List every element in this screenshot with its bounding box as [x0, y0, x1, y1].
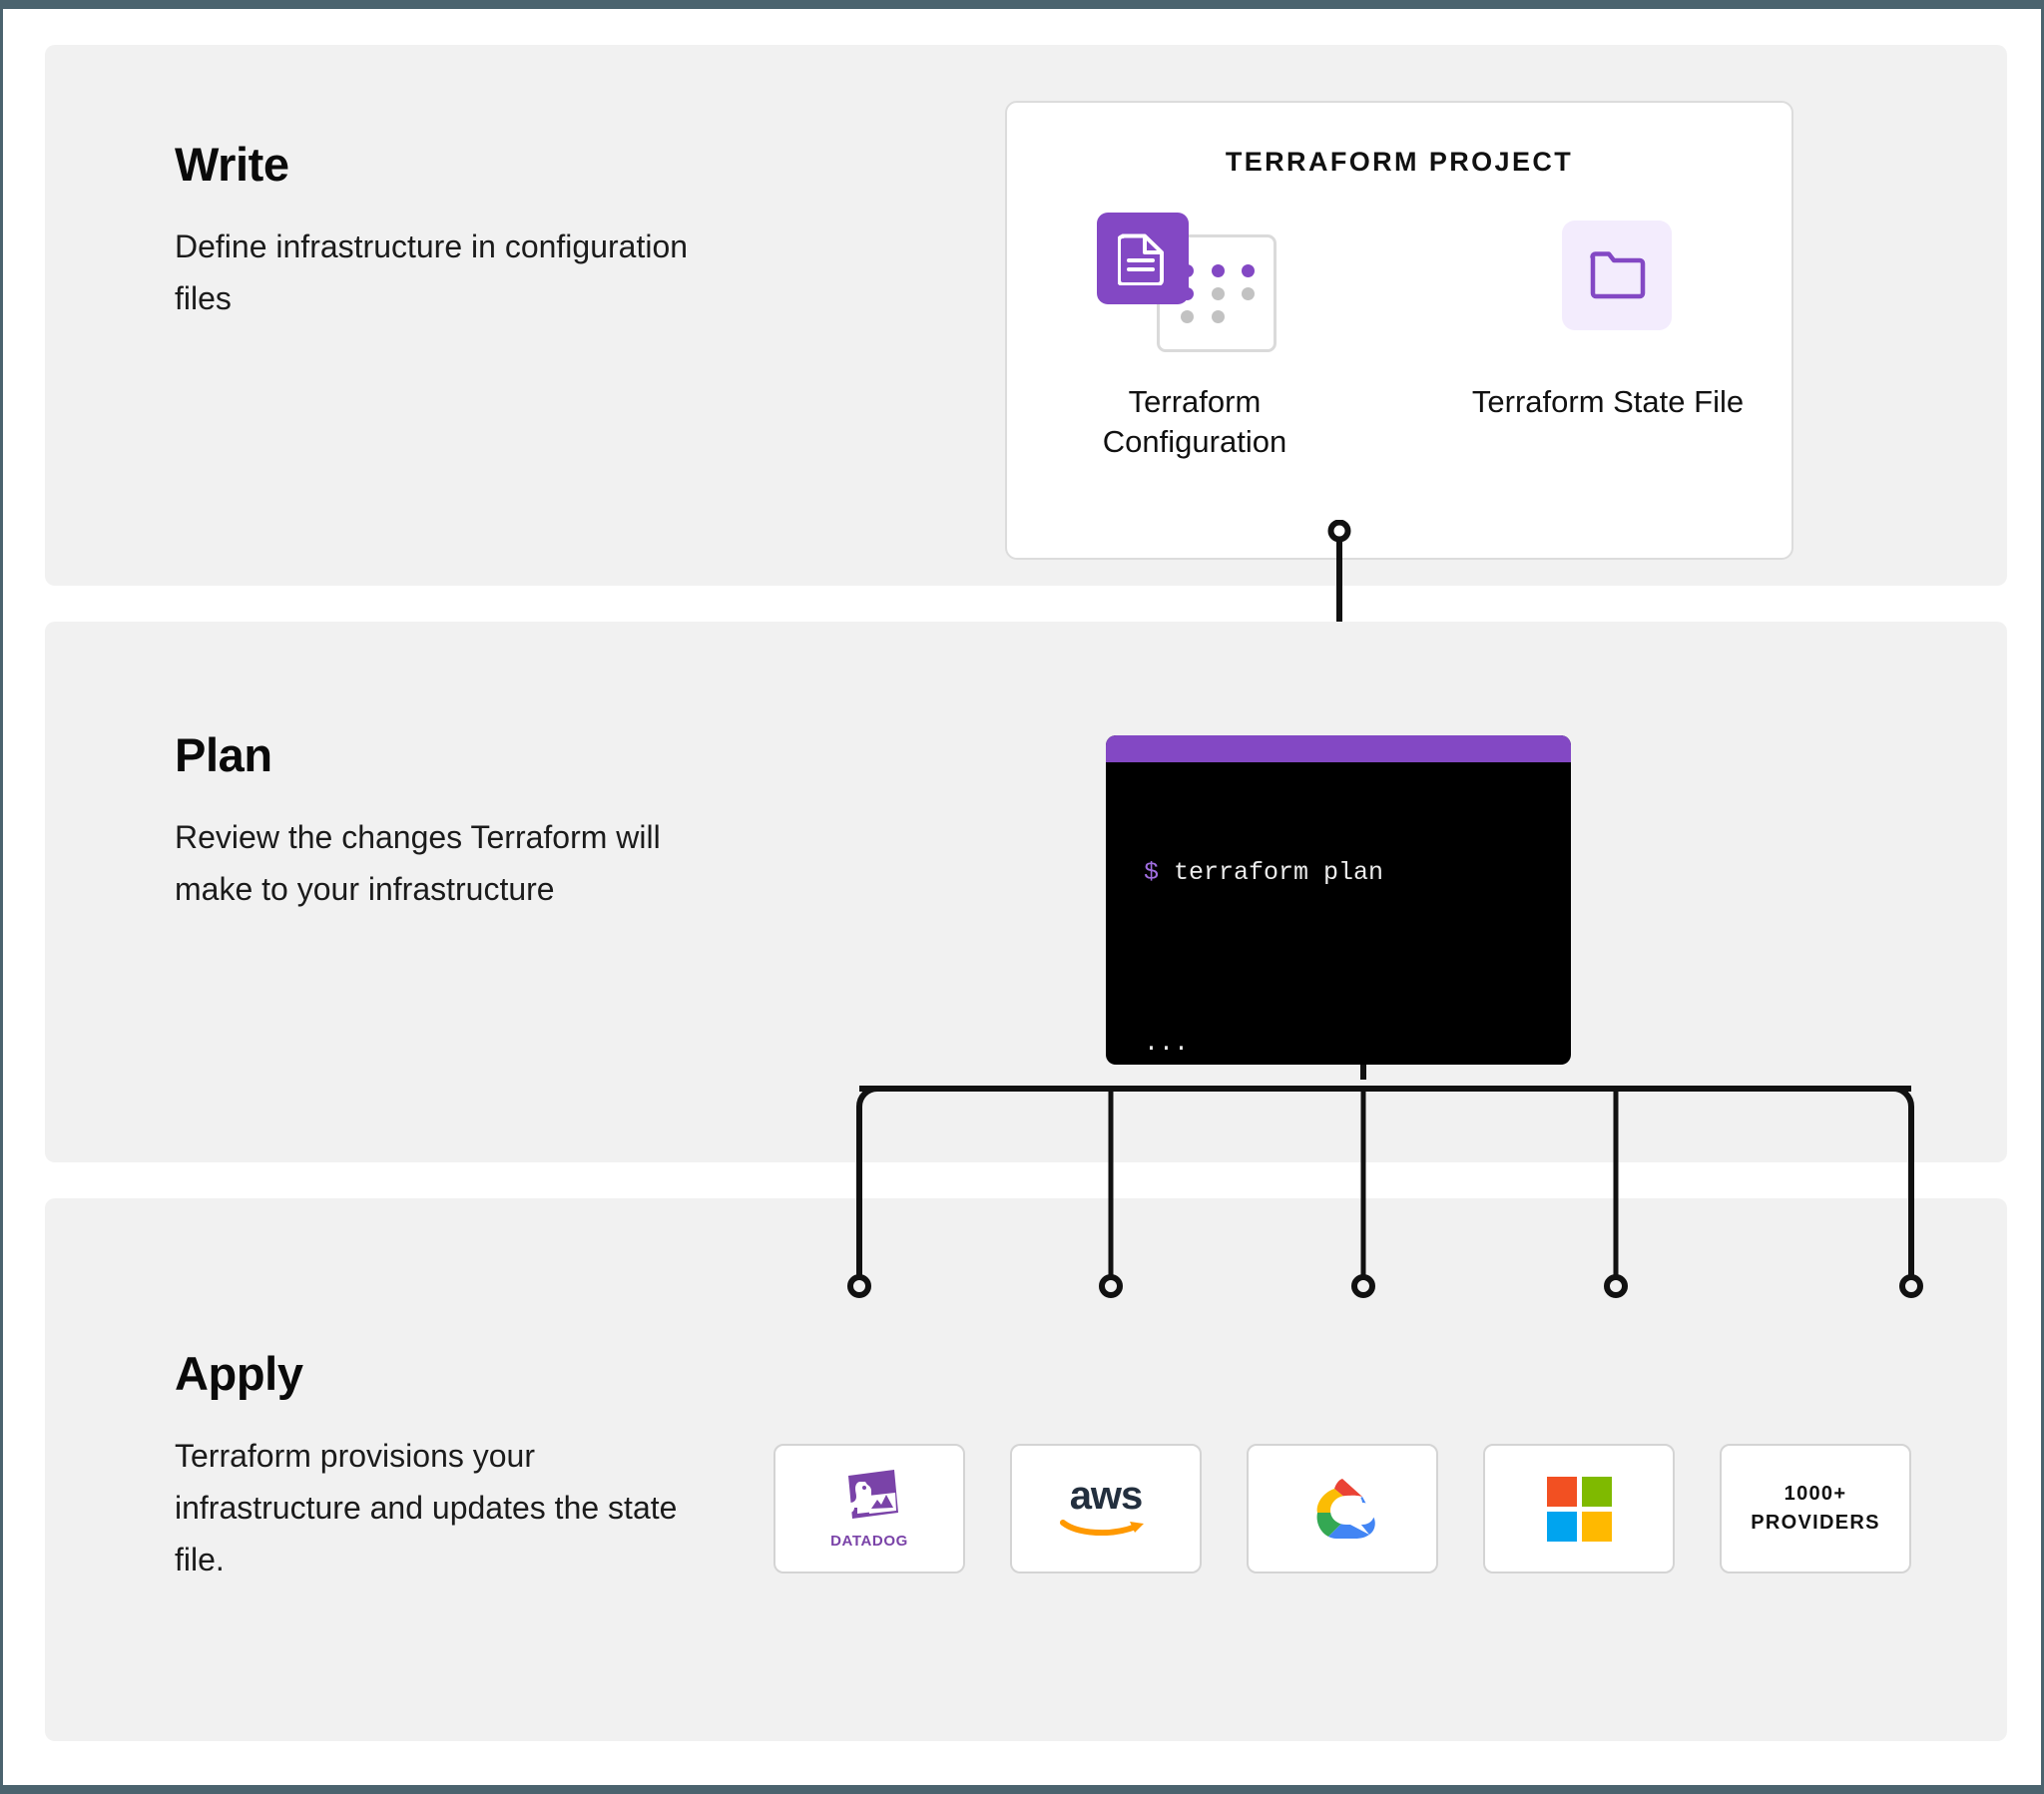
terraform-state-file-item: Terraform State File: [1458, 213, 1758, 422]
step-text-plan: Plan Review the changes Terraform will m…: [175, 731, 694, 916]
terminal-output: $ terraform plan ... Terraform will perf…: [1106, 762, 1571, 1065]
provider-card-microsoft[interactable]: [1483, 1444, 1675, 1573]
provider-card-list: DATADOG aws: [773, 1444, 1911, 1573]
terraform-project-card: TERRAFORM PROJECT: [1005, 101, 1793, 560]
terminal-window: $ terraform plan ... Terraform will perf…: [1106, 735, 1571, 1065]
terminal-prompt-symbol: $: [1144, 858, 1160, 887]
terminal-command: terraform plan: [1159, 858, 1384, 887]
document-tile-icon: [1097, 213, 1189, 304]
google-cloud-logo: [1316, 1479, 1375, 1539]
provider-card-google-cloud[interactable]: [1247, 1444, 1438, 1573]
dot-grid-icon: [1181, 264, 1259, 323]
aws-smile-icon: [1060, 1519, 1144, 1536]
terraform-configuration-item: Terraform Configuration: [1045, 213, 1344, 461]
provider-card-more-providers[interactable]: 1000+ PROVIDERS: [1720, 1444, 1911, 1573]
more-providers-count: 1000+: [1784, 1483, 1847, 1505]
section-panel-write: Write Define infrastructure in configura…: [45, 45, 2007, 586]
step-description-apply: Terraform provisions your infrastructure…: [175, 1438, 678, 1577]
folder-icon-wrapper: [1458, 213, 1758, 352]
document-stack-icon: [1045, 213, 1344, 352]
more-providers-label: 1000+ PROVIDERS: [1751, 1480, 1880, 1538]
step-text-apply: Apply Terraform provisions your infrastr…: [175, 1350, 694, 1585]
aws-logo: aws: [1060, 1473, 1152, 1541]
microsoft-square-red: [1546, 1476, 1577, 1507]
datadog-wordmark: DATADOG: [830, 1533, 908, 1550]
section-panel-plan: Plan Review the changes Terraform will m…: [45, 622, 2007, 1162]
microsoft-square-green: [1581, 1476, 1612, 1507]
terraform-state-file-label: Terraform State File: [1471, 384, 1745, 419]
folder-icon: [1562, 221, 1672, 330]
microsoft-logo: [1546, 1476, 1612, 1542]
terminal-command-line: $ terraform plan: [1144, 858, 1571, 887]
step-title-apply: Apply: [175, 1347, 303, 1400]
more-providers-word: PROVIDERS: [1751, 1512, 1880, 1534]
terminal-title-bar: [1106, 735, 1571, 762]
terraform-configuration-label: Terraform Configuration: [1102, 384, 1287, 459]
microsoft-square-yellow: [1581, 1511, 1612, 1542]
step-title-plan: Plan: [175, 728, 272, 781]
step-description-write: Define infrastructure in configuration f…: [175, 228, 689, 316]
microsoft-square-blue: [1546, 1511, 1577, 1542]
terraform-project-title: TERRAFORM PROJECT: [1225, 147, 1574, 177]
step-title-write: Write: [175, 138, 289, 191]
datadog-logo: DATADOG: [830, 1468, 908, 1550]
terminal-ellipsis: ...: [1144, 1029, 1190, 1058]
aws-wordmark: aws: [1069, 1473, 1144, 1518]
step-description-plan: Review the changes Terraform will make t…: [175, 819, 661, 907]
provider-card-datadog[interactable]: DATADOG: [773, 1444, 965, 1573]
connector-branch-plan-to-apply: [847, 1065, 1923, 1298]
step-text-write: Write Define infrastructure in configura…: [175, 141, 694, 325]
provider-card-aws[interactable]: aws: [1010, 1444, 1202, 1573]
